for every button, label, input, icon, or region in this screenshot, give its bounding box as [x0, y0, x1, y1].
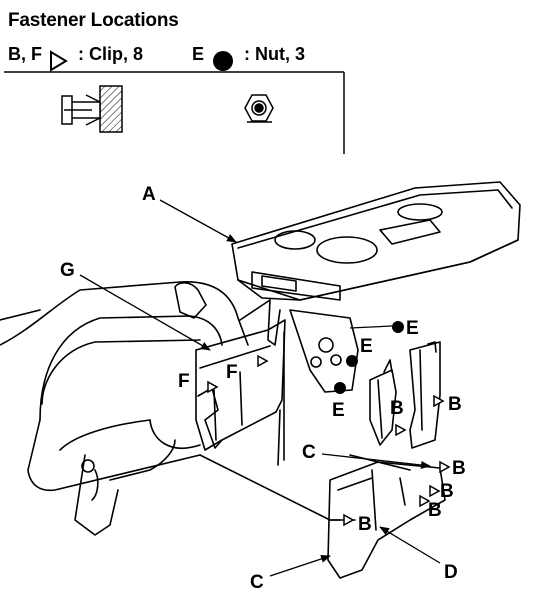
- callout-a: A: [142, 184, 156, 205]
- callout-b: B: [390, 398, 404, 419]
- clip-triangle-icon: [50, 50, 68, 72]
- callout-f: F: [226, 362, 238, 383]
- nut-dot-icon: [213, 51, 233, 71]
- clip-marker: [343, 513, 355, 527]
- legend-row: B, F : Clip, 8 E : Nut, 3: [4, 44, 344, 72]
- clip-label: : Clip, 8: [78, 44, 144, 64]
- leader-lines: [79, 199, 441, 577]
- console-bracket: [239, 299, 359, 393]
- callout-e: E: [332, 400, 345, 421]
- clip-illustration-icon: [61, 85, 123, 133]
- callout-b: B: [358, 514, 372, 535]
- callout-e: E: [360, 336, 373, 357]
- callout-b: B: [452, 458, 466, 479]
- nut-marker: [392, 321, 404, 333]
- callout-b: B: [440, 481, 454, 502]
- page-title: Fastener Locations: [8, 10, 179, 31]
- side-panel-g: [109, 319, 286, 481]
- clip-marker: [207, 380, 219, 394]
- alignment-lines: [199, 331, 411, 521]
- fastener-legend: B, F : Clip, 8 E : Nut, 3: [4, 40, 344, 158]
- fastener-markers: [207, 321, 451, 527]
- callout-d: D: [444, 562, 458, 583]
- clip-marker: [257, 354, 269, 368]
- callout-g: G: [60, 260, 75, 281]
- nut-illustration-icon: [244, 94, 274, 123]
- callout-c: C: [302, 442, 316, 463]
- clip-marker: [429, 484, 441, 498]
- lower-cover-d: [327, 461, 446, 579]
- callout-b: B: [428, 500, 442, 521]
- clip-marker: [433, 394, 445, 408]
- clip-letters: B, F: [8, 44, 42, 64]
- clip-marker: [419, 494, 431, 508]
- rear-bracket-b: [369, 341, 441, 449]
- seat-outline: [0, 281, 249, 536]
- clip-marker: [439, 460, 451, 474]
- nut-marker: [346, 355, 358, 367]
- callout-b: B: [448, 394, 462, 415]
- nut-label: : Nut, 3: [244, 44, 305, 64]
- nut-marker: [334, 382, 346, 394]
- console-top: [231, 181, 521, 301]
- callout-f: F: [178, 371, 190, 392]
- callout-c: C: [250, 572, 264, 593]
- clip-marker: [395, 423, 407, 437]
- callout-e: E: [406, 318, 419, 339]
- nut-letter: E: [192, 44, 205, 64]
